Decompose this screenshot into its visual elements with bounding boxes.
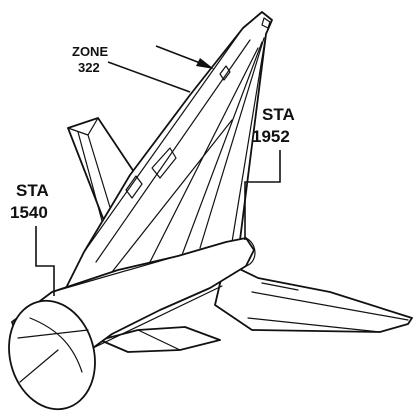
sta-1952-label-line2: 1952 bbox=[252, 127, 290, 146]
aft-opening bbox=[8, 299, 96, 411]
zone-label-line2: 322 bbox=[78, 60, 100, 75]
lower-flap bbox=[99, 326, 221, 353]
right-wing bbox=[214, 261, 413, 333]
sta-1540-leader bbox=[35, 226, 55, 296]
sta-1952-label-line1: STA bbox=[262, 105, 295, 124]
sta-1540-callout: STA 1540 bbox=[10, 181, 55, 296]
zone-arrowhead bbox=[196, 58, 214, 69]
sta-1540-label-line2: 1540 bbox=[10, 203, 48, 222]
zone-leader-line bbox=[107, 61, 191, 93]
sta-1952-callout: STA 1952 bbox=[244, 105, 295, 240]
zone-322-callout: ZONE 322 bbox=[72, 44, 214, 93]
zone-label-line1: ZONE bbox=[72, 44, 108, 59]
sta-1952-leader bbox=[244, 150, 281, 240]
sta-1540-label-line1: STA bbox=[16, 181, 49, 200]
main-vertical-fin bbox=[61, 11, 273, 297]
